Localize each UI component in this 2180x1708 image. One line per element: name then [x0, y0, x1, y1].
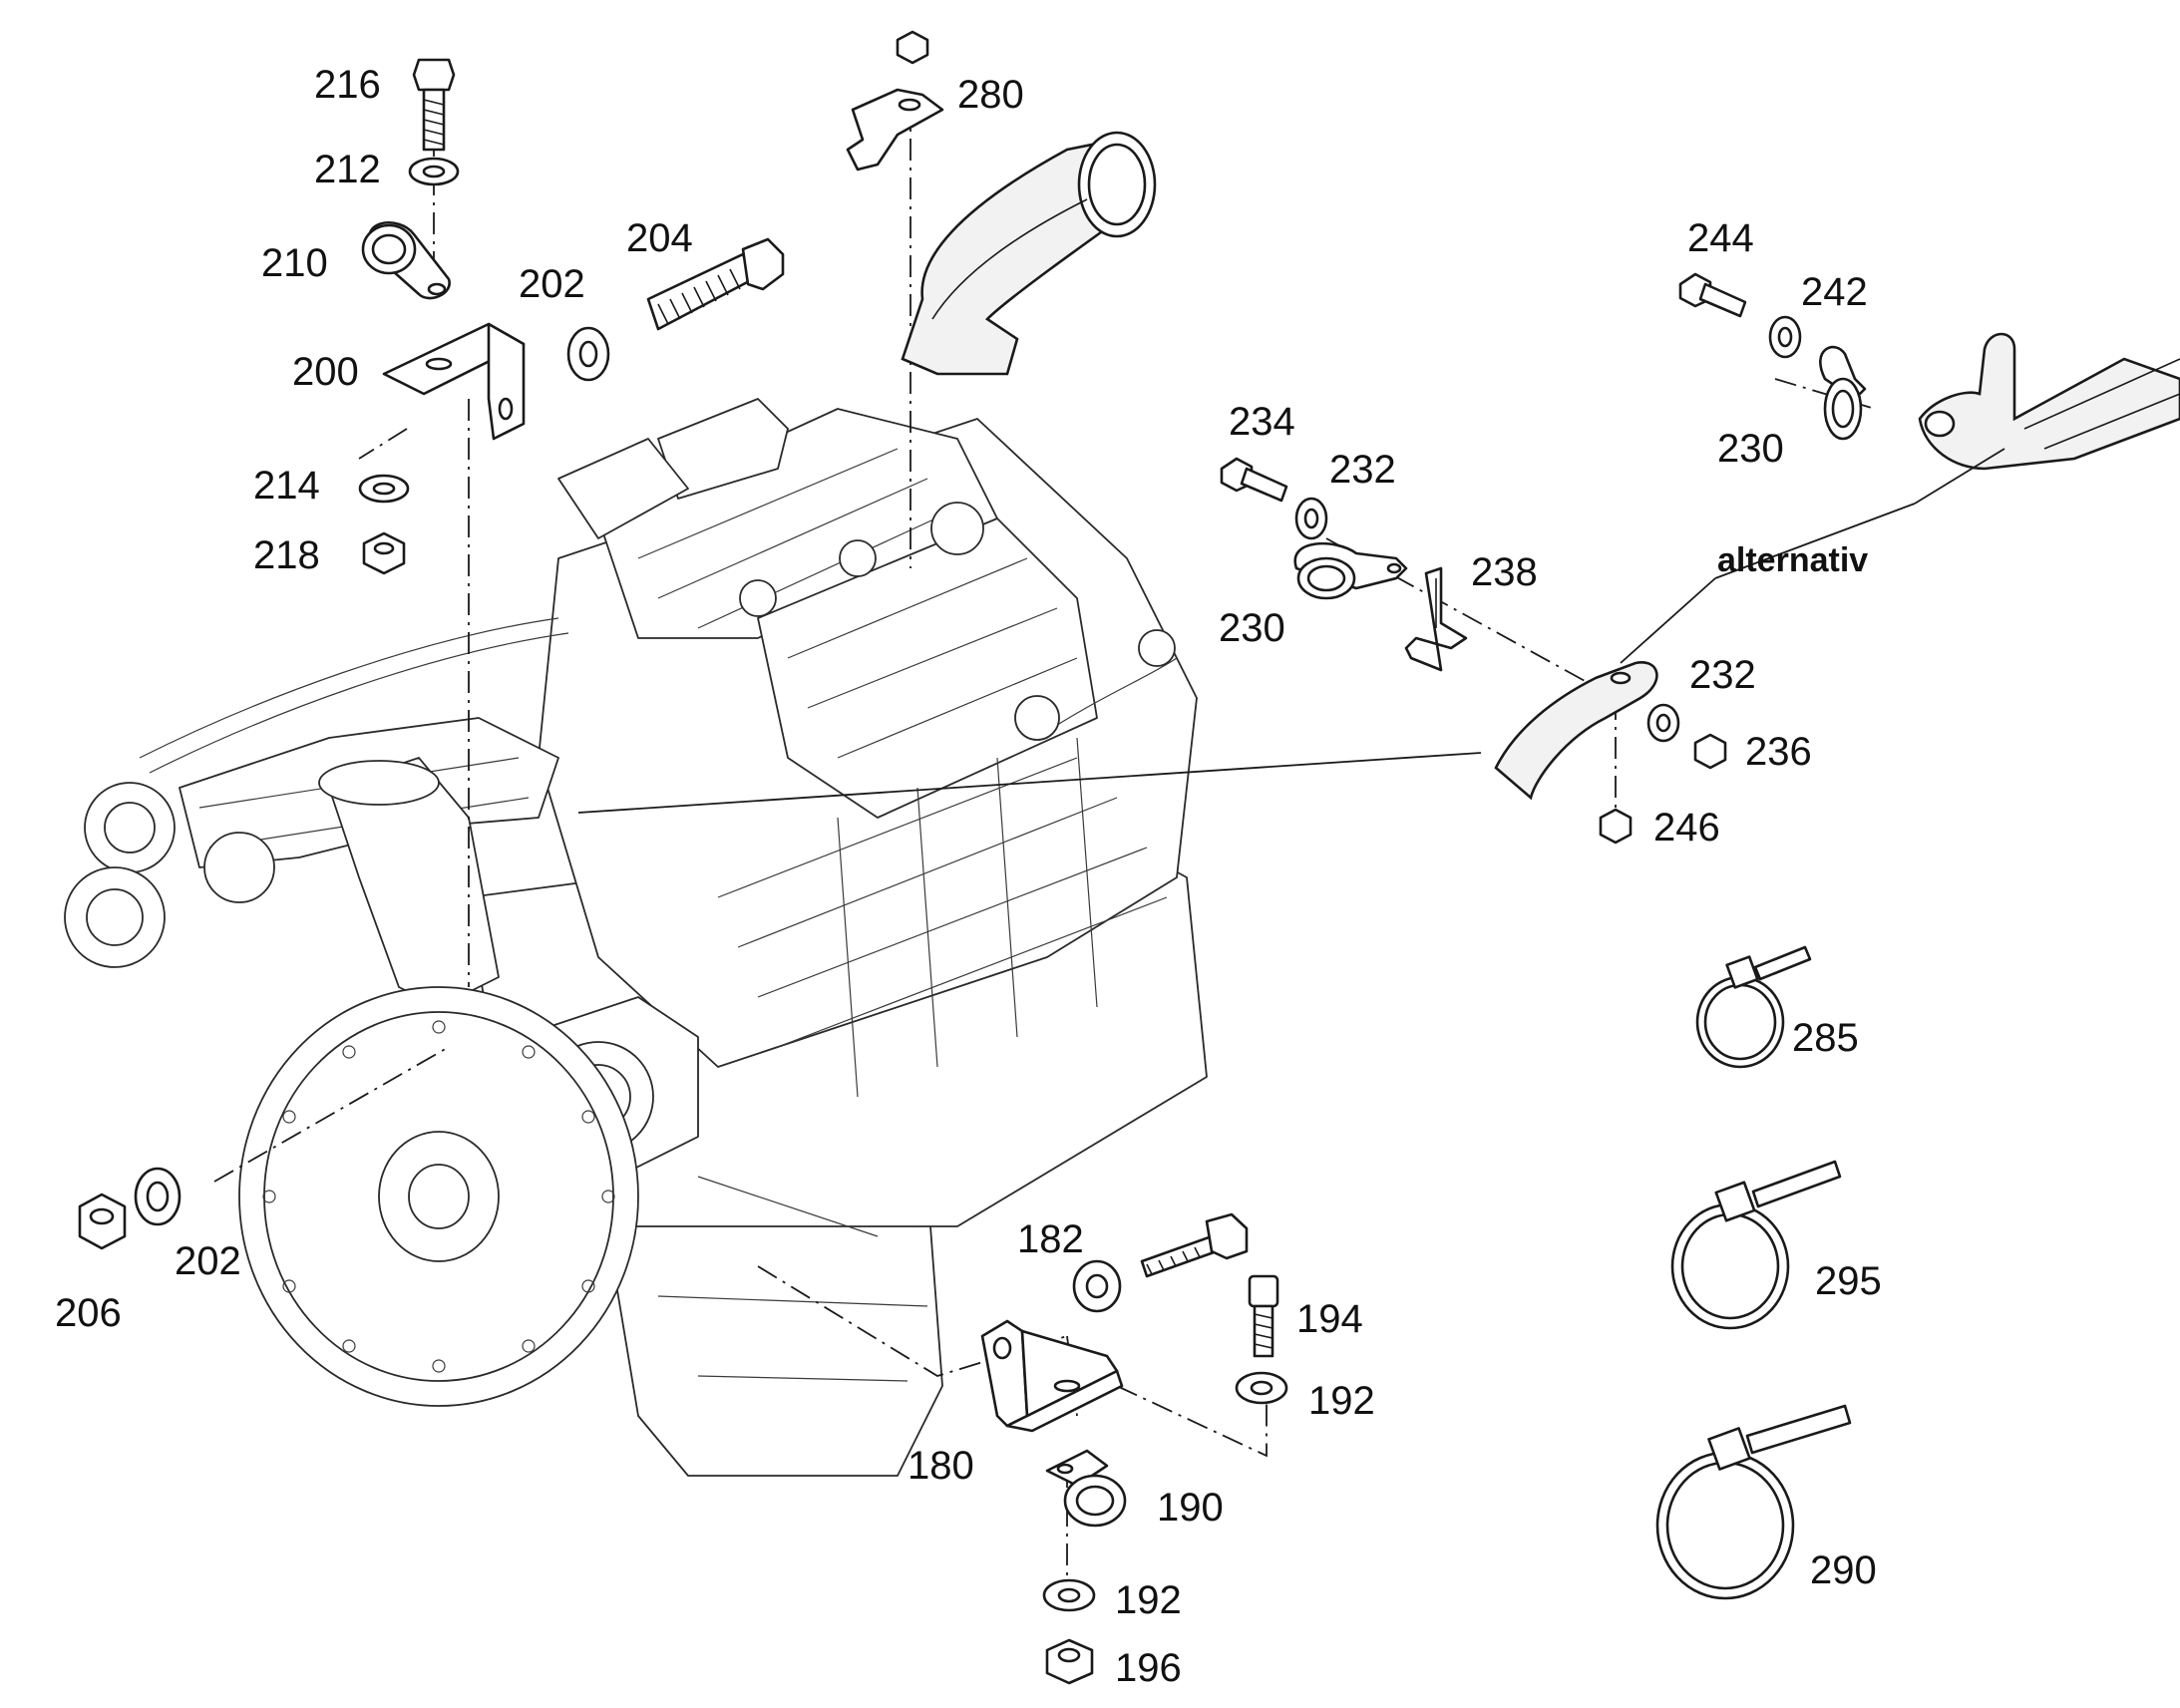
callout-210: 210 [261, 241, 328, 285]
callout-214: 214 [253, 464, 320, 508]
part-232-washer-b [1646, 703, 1680, 743]
callout-190: 190 [1157, 1486, 1224, 1530]
part-202-washer-bottom [134, 1167, 182, 1226]
callout-238: 238 [1471, 550, 1538, 594]
part-192-washer-b [1042, 1578, 1096, 1612]
part-200-angle-bracket [382, 322, 526, 441]
callout-216: 216 [314, 63, 381, 107]
part-234-bolt [1220, 457, 1288, 503]
callout-280: 280 [957, 73, 1024, 117]
callout-196: 196 [1115, 1646, 1182, 1690]
part-295-cable-tie [1670, 1160, 1842, 1330]
part-196-nut [1045, 1638, 1094, 1685]
callout-232-b: 232 [1689, 653, 1756, 697]
part-285-cable-tie [1695, 945, 1812, 1069]
part-194-socket-screw [1248, 1274, 1279, 1358]
callout-242: 242 [1801, 270, 1868, 314]
callout-244: 244 [1687, 216, 1754, 260]
part-182-washer [1072, 1259, 1122, 1313]
callout-236: 236 [1745, 730, 1812, 774]
part-214-washer [358, 474, 410, 504]
part-280-holder [846, 30, 944, 171]
engine-assembly [64, 398, 1208, 1477]
callout-182: 182 [1017, 1217, 1084, 1261]
part-246-nut [1599, 808, 1633, 845]
elbow-pipe-outline [901, 131, 1157, 376]
part-230-clamp-b [1819, 345, 1867, 441]
alternative-bracket [1918, 332, 2180, 471]
part-180-angle-bracket [980, 1319, 1124, 1433]
part-202-washer-top [566, 326, 610, 382]
callout-194: 194 [1296, 1297, 1363, 1341]
part-192-washer-a [1235, 1371, 1288, 1405]
callout-202-bottom: 202 [175, 1239, 241, 1283]
callout-180: 180 [908, 1444, 974, 1488]
part-290-cable-tie [1655, 1404, 1852, 1600]
callout-295: 295 [1815, 1259, 1882, 1303]
callout-192-b: 192 [1115, 1578, 1182, 1622]
part-232-washer-a [1294, 497, 1328, 540]
callout-285: 285 [1792, 1016, 1859, 1060]
callout-218: 218 [253, 533, 320, 577]
callout-200: 200 [292, 350, 359, 394]
part-218-nut [362, 531, 406, 575]
alternativ-note: alternativ [1717, 541, 1868, 579]
callout-234: 234 [1229, 400, 1295, 444]
callout-202-top: 202 [519, 262, 585, 306]
part-190-pipe-clamp [1045, 1449, 1127, 1528]
part-204-hex-bolt [646, 237, 785, 331]
part-238-spring-clip [1404, 566, 1468, 672]
callout-204: 204 [626, 216, 693, 260]
leader-lines [577, 448, 2005, 814]
part-216-bolt [412, 58, 456, 152]
callout-290: 290 [1810, 1548, 1877, 1592]
callout-labels: 216 212 210 200 202 204 214 218 280 234 … [55, 63, 1882, 1690]
callout-246: 246 [1653, 806, 1720, 850]
callout-230-a: 230 [1219, 606, 1285, 650]
part-230-clamp-a [1293, 541, 1408, 600]
part-244-bolt [1678, 272, 1747, 318]
part-236-nut [1693, 733, 1727, 770]
part-212-washer [408, 157, 460, 186]
hex-flange-bolt [1140, 1212, 1249, 1278]
callout-192-a: 192 [1308, 1379, 1375, 1423]
part-242-washer [1768, 315, 1802, 359]
callout-230-b: 230 [1717, 427, 1784, 471]
part-210-pipe-clamp [361, 221, 451, 300]
callout-232-a: 232 [1329, 448, 1396, 492]
part-206-nut [78, 1193, 127, 1250]
callout-206: 206 [55, 1291, 122, 1335]
bracket-plate [1494, 661, 1658, 801]
callout-212: 212 [314, 148, 381, 191]
